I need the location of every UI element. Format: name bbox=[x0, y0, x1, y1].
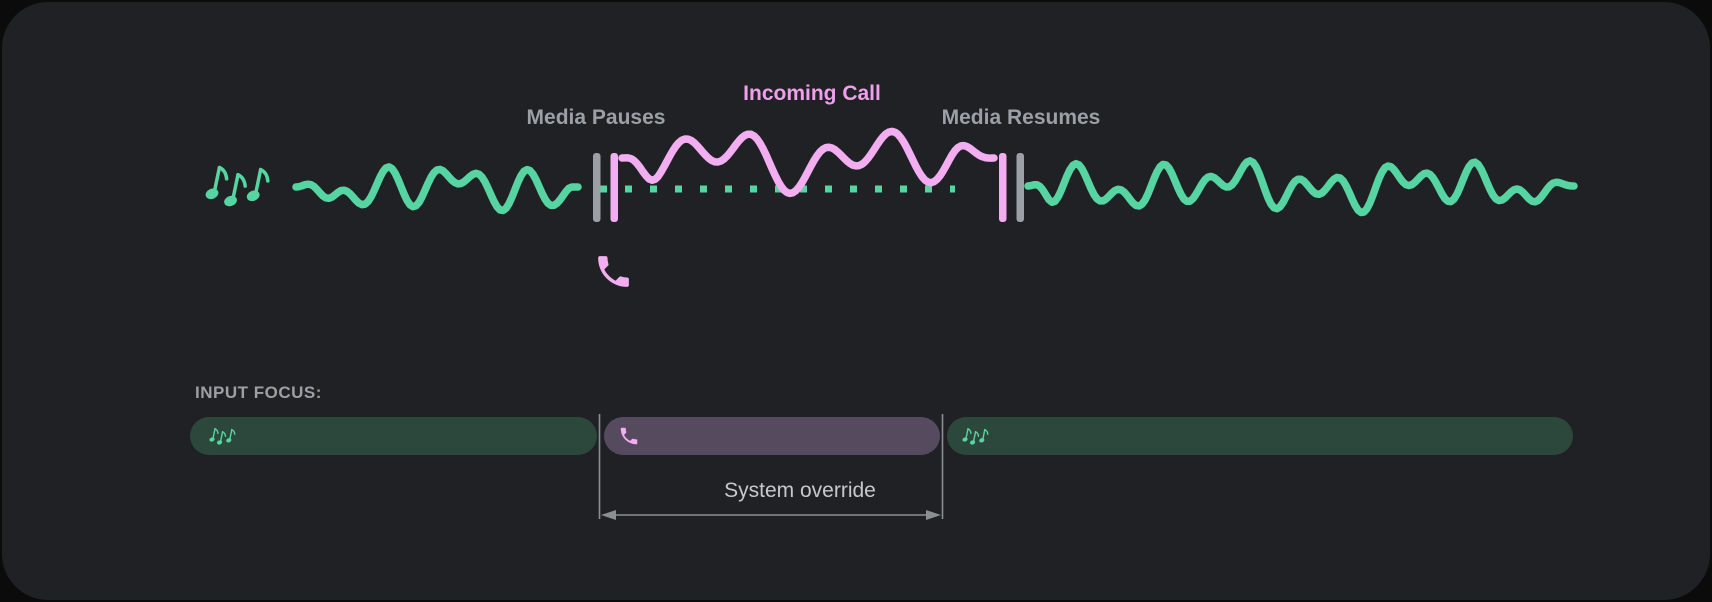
incoming-call-label: Incoming Call bbox=[743, 82, 881, 105]
input-focus-media-segment-1 bbox=[190, 417, 597, 455]
input-focus-heading: INPUT FOCUS: bbox=[195, 383, 322, 402]
media-pauses-label: Media Pauses bbox=[526, 106, 666, 129]
media-pause-marker-bar bbox=[593, 153, 601, 222]
media-resumes-label: Media Resumes bbox=[941, 106, 1101, 129]
system-override-label: System override bbox=[724, 479, 876, 502]
call-start-marker-bar bbox=[610, 153, 618, 222]
media-waveform-before bbox=[292, 163, 582, 215]
arrow-right-head-icon bbox=[926, 510, 941, 520]
music-notes-icon bbox=[205, 165, 270, 210]
input-focus-call-segment bbox=[604, 417, 940, 455]
phone-icon bbox=[598, 256, 629, 287]
call-end-marker-bar bbox=[999, 153, 1007, 222]
incoming-call-waveform bbox=[618, 127, 998, 198]
input-focus-media-segment-2 bbox=[947, 417, 1573, 455]
media-waveform-after bbox=[1024, 157, 1578, 217]
arrow-left-head-icon bbox=[601, 510, 616, 520]
media-resume-marker-bar bbox=[1016, 153, 1024, 222]
